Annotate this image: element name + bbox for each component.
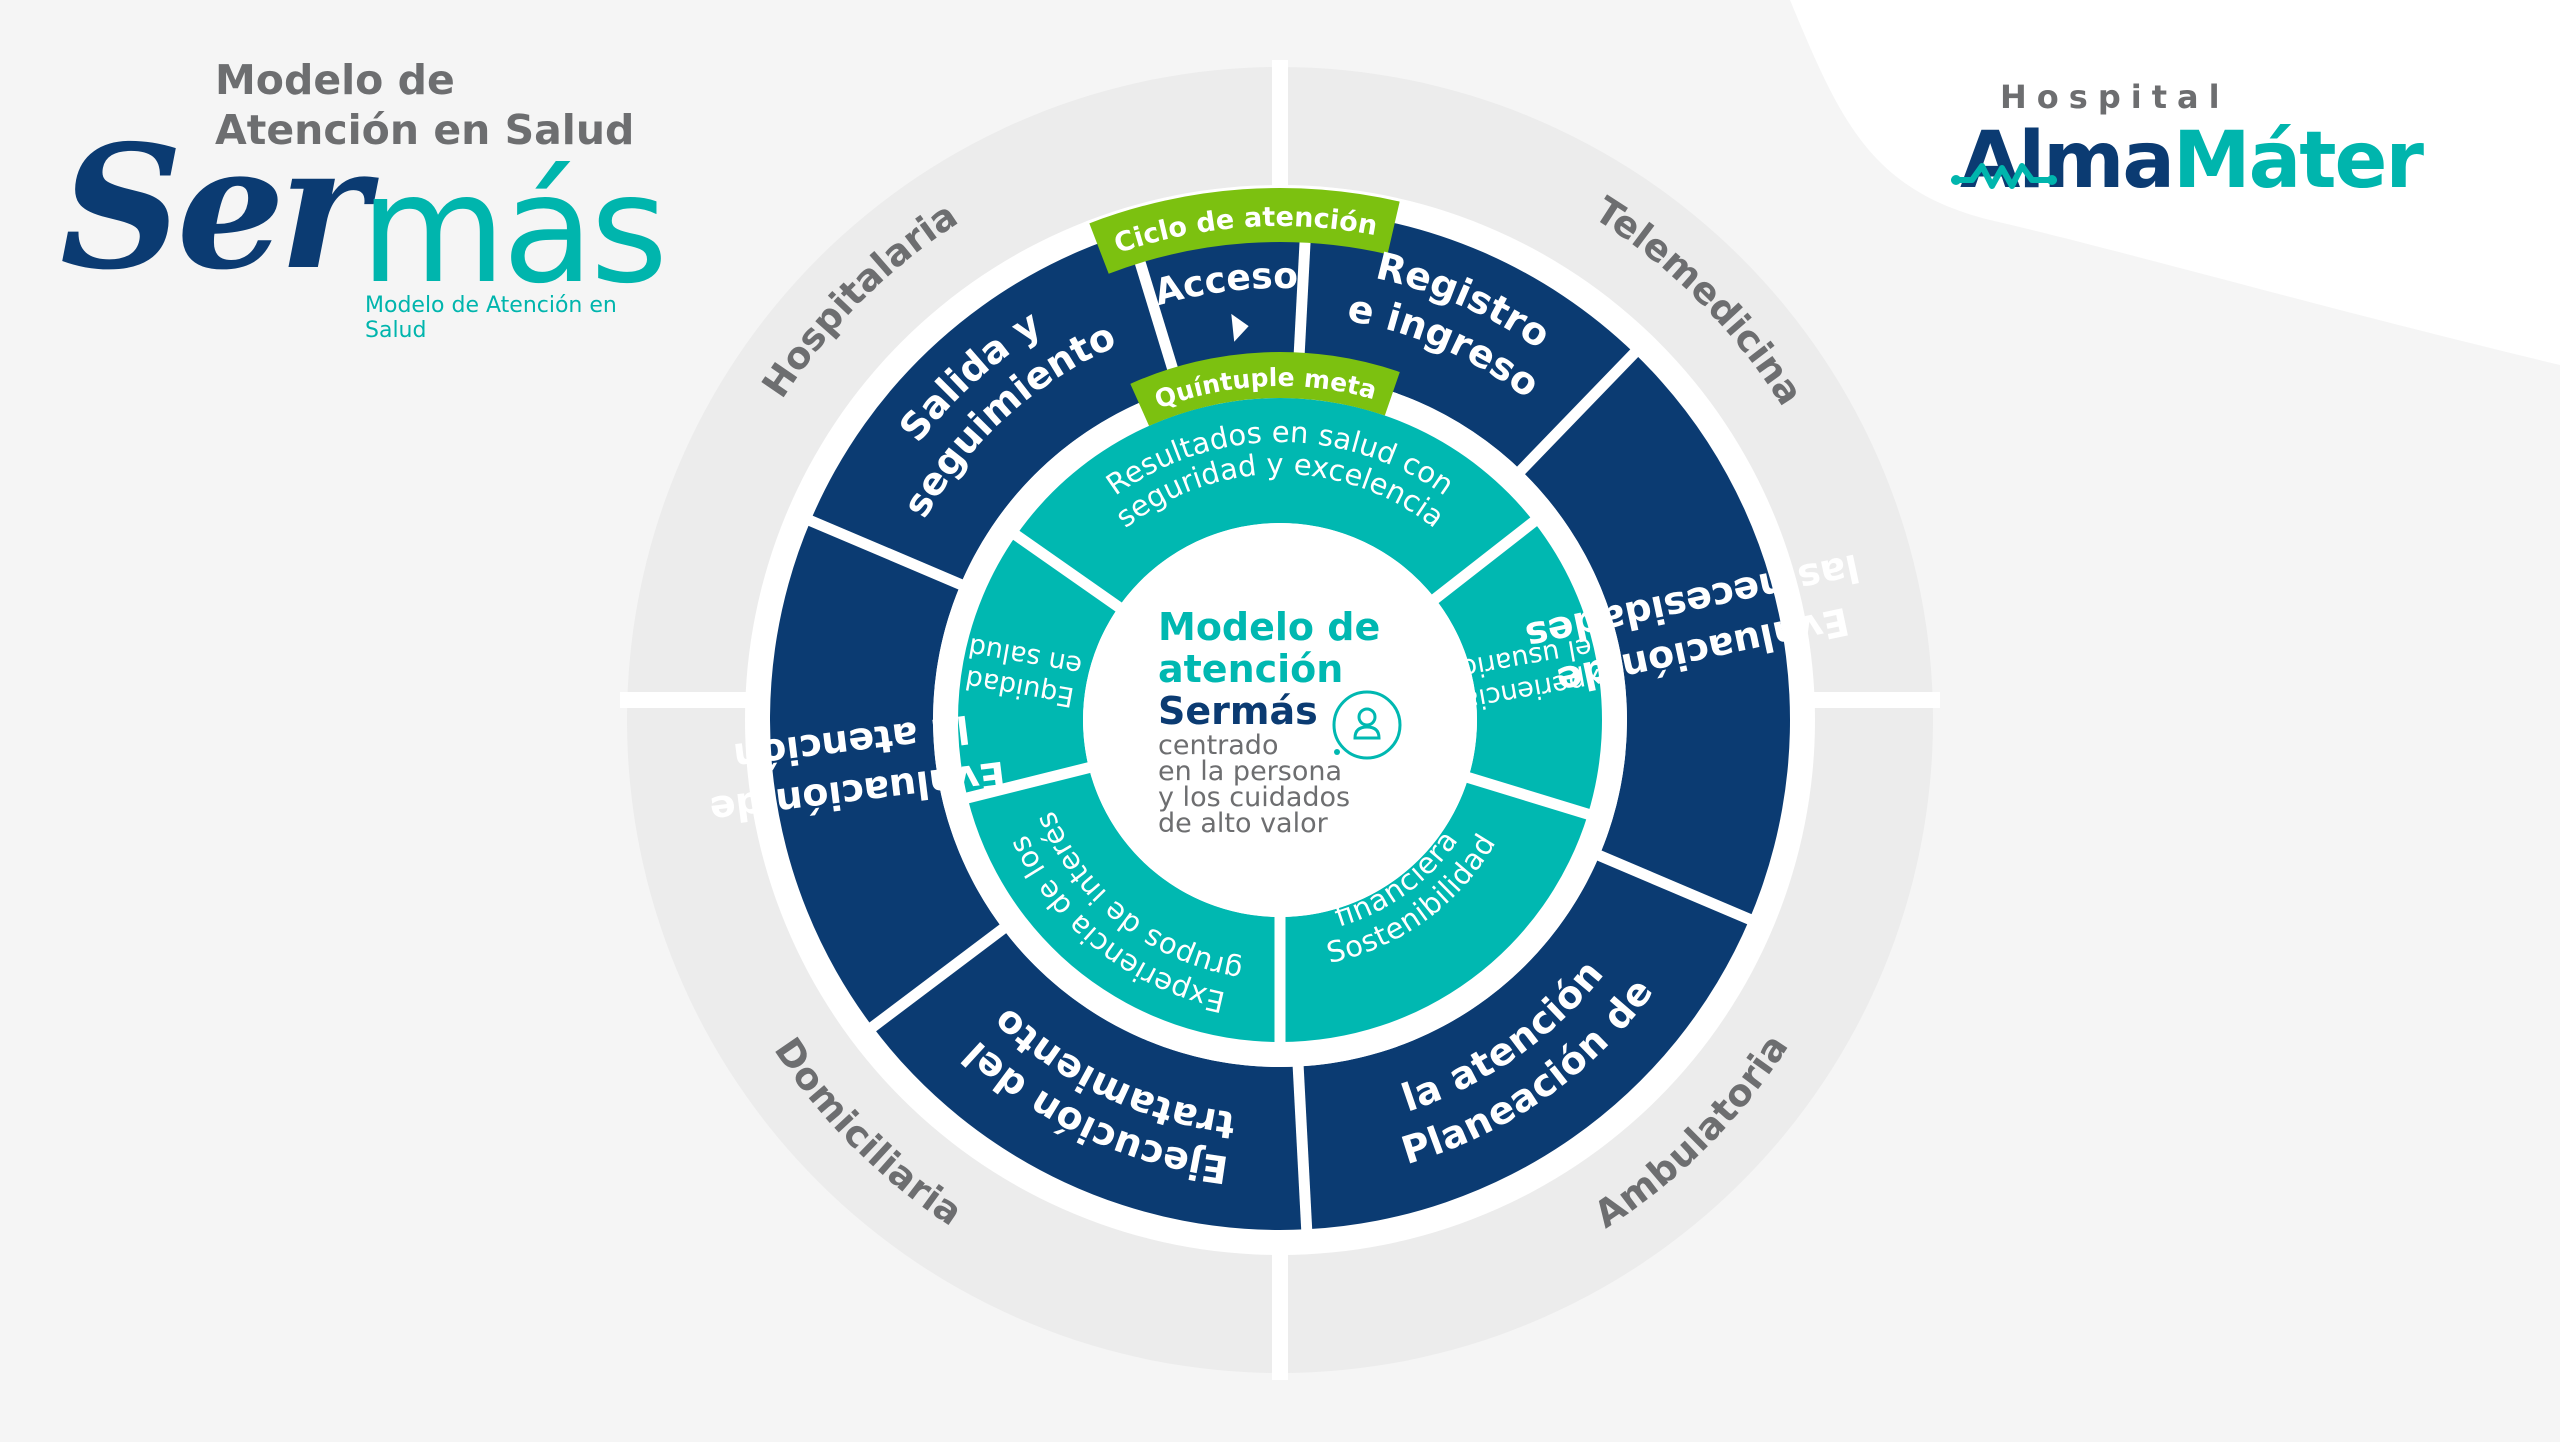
cycle-step-segment[interactable] <box>1298 210 1635 471</box>
cycle-banner <box>1089 188 1400 274</box>
logo-brand-ser: Ser <box>60 108 368 308</box>
cycle-divider <box>1292 1059 1313 1235</box>
center-title-line1: Modelo de <box>1158 605 1380 649</box>
logo-brand-mater: Máter <box>2173 116 2424 206</box>
cycle-divider <box>803 513 970 593</box>
goal-segment[interactable] <box>1280 777 1588 1042</box>
cycle-step-segment[interactable] <box>1130 210 1307 389</box>
heartbeat-icon <box>1951 163 2057 189</box>
goal-divider <box>961 761 1096 805</box>
logo-tagline: Modelo de Atención en Salud <box>365 293 617 343</box>
center-desc-line4: de alto valor <box>1158 808 1329 839</box>
cycle-step-segment[interactable] <box>810 232 1179 585</box>
cycle-step-segment[interactable] <box>1298 855 1750 1230</box>
center-brand: Sermás <box>1158 689 1318 733</box>
cycle-step-segment[interactable] <box>1521 353 1790 920</box>
center-title-line2: atención <box>1158 647 1343 691</box>
center-desc-line1: centrado <box>1158 730 1278 761</box>
goal-banner <box>1130 352 1400 426</box>
cycle-divider <box>1590 847 1757 927</box>
background-swoosh <box>1790 0 2560 365</box>
logo-heading: Modelo de Atención en Salud <box>215 55 634 155</box>
center-desc-line3: y los cuidados <box>1158 782 1350 813</box>
logo-hospital-label: Hospital <box>2000 78 2230 116</box>
goal-segment[interactable] <box>958 535 1119 798</box>
goal-divider <box>1008 527 1126 615</box>
almamater-logo: Hospital AlmaMáter <box>1951 78 2500 208</box>
logo-brand-alma: Alma <box>1960 116 2175 206</box>
play-arrow-icon <box>1231 313 1249 342</box>
center-desc-line2: en la persona <box>1158 756 1342 787</box>
cycle-step-segment[interactable] <box>872 928 1307 1230</box>
goal-segment[interactable] <box>1435 521 1603 815</box>
goal-divider <box>1427 514 1542 607</box>
cycle-divider <box>1512 345 1642 480</box>
goal-divider <box>1462 770 1595 821</box>
sermas-logo: Modelo de Atención en Salud Ser más Mode… <box>60 55 680 343</box>
goal-segment[interactable] <box>1016 398 1534 608</box>
person-icon <box>1332 690 1402 760</box>
logo-heading-line1: Modelo de <box>215 56 455 104</box>
logo-brand-mas: más <box>360 143 668 317</box>
cycle-step-segment[interactable] <box>770 520 1003 1027</box>
cycle-divider <box>865 920 1012 1035</box>
logo-brand: AlmaMáter <box>1960 116 2424 206</box>
center-disc <box>1083 523 1477 917</box>
goal-segment[interactable] <box>967 767 1280 1043</box>
logo-heading-line2: Atención en Salud <box>215 106 635 154</box>
